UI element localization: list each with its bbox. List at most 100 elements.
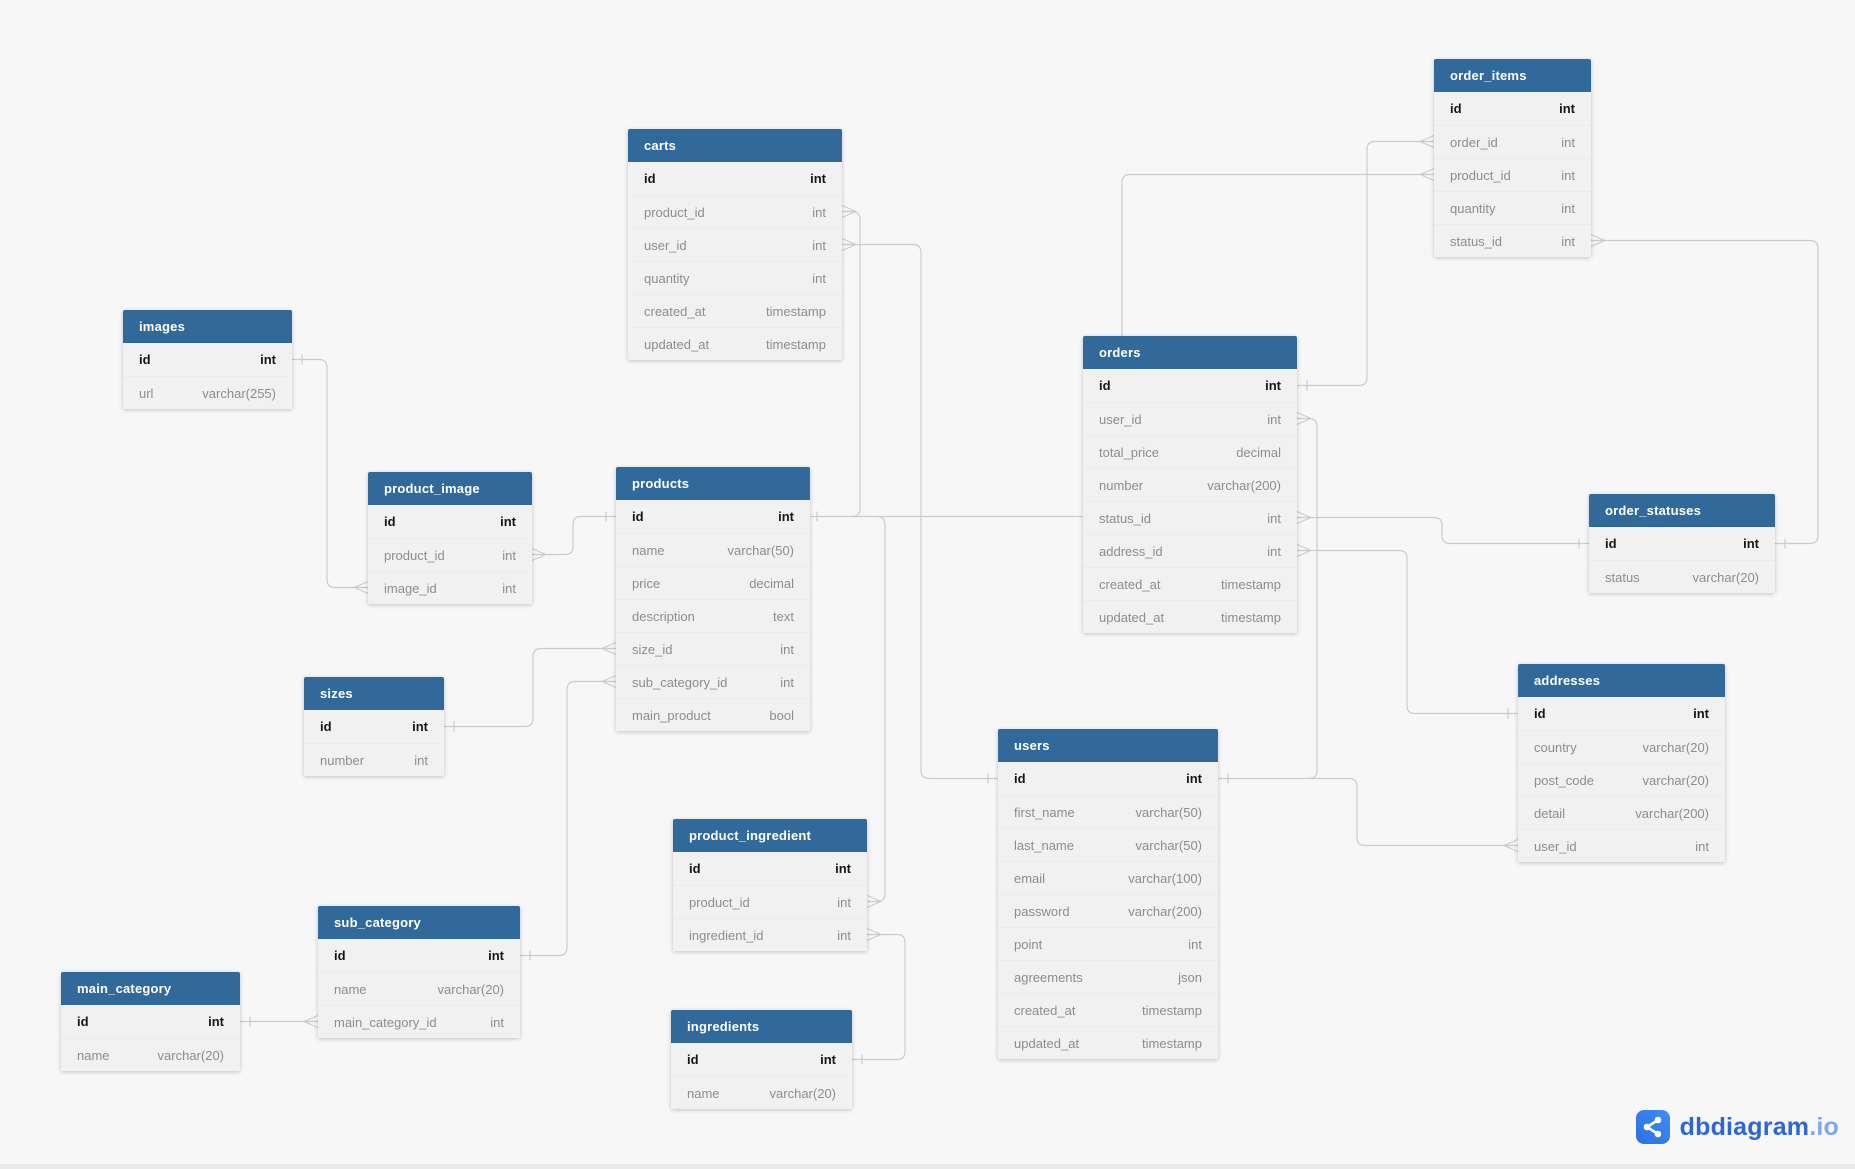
table-header-main_category[interactable]: main_category [61, 972, 240, 1005]
horizontal-scrollbar[interactable] [0, 1164, 1855, 1169]
table-header-users[interactable]: users [998, 729, 1218, 762]
table-header-addresses[interactable]: addresses [1518, 664, 1725, 697]
relationship-line[interactable] [1297, 140, 1434, 387]
relationship-main_category_id--sub_category_main_category_id[interactable] [240, 1014, 319, 1029]
table-header-images[interactable]: images [123, 310, 292, 343]
relationship-line[interactable] [1218, 777, 1518, 847]
relationship-order_statuses_id--orders_status_id[interactable] [1296, 510, 1589, 549]
relationship-line[interactable] [292, 358, 368, 589]
relationship-line[interactable] [1297, 549, 1518, 715]
relationship-line[interactable] [842, 243, 998, 780]
relationship-users_id--carts_user_id[interactable] [841, 237, 998, 784]
table-header-carts[interactable]: carts [628, 129, 842, 162]
relationship-orders_id--order_items_order_id[interactable] [1297, 134, 1435, 391]
relationship-line[interactable] [852, 933, 906, 1061]
relationship-products_id--product_image_product_id[interactable] [531, 511, 616, 562]
relationship-ingredients_id--product_ingredient_ingredient_id[interactable] [852, 927, 906, 1065]
relationship-line[interactable] [1297, 417, 1318, 780]
relationship-order_statuses_id--order_items_status_id[interactable] [1590, 233, 1819, 549]
relationship-line[interactable] [532, 515, 616, 556]
table-header-order_statuses[interactable]: order_statuses [1589, 494, 1775, 527]
relationship-line[interactable] [842, 210, 861, 518]
table-header-sub_category[interactable]: sub_category [318, 906, 520, 939]
relationship-addresses_id--orders_address_id[interactable] [1296, 543, 1518, 719]
relationship-line[interactable] [444, 647, 616, 728]
table-header-order_items[interactable]: order_items [1434, 59, 1591, 92]
table-header-ingredients[interactable]: ingredients [671, 1010, 852, 1043]
table-header-product_image[interactable]: product_image [368, 472, 532, 505]
relationship-line[interactable] [520, 680, 616, 957]
table-header-products[interactable]: products [616, 467, 810, 500]
dbdiagram-logo[interactable]: dbdiagram.io [1635, 1110, 1839, 1144]
relationship-line[interactable] [1297, 516, 1589, 545]
table-header-sizes[interactable]: sizes [304, 677, 444, 710]
table-header-orders[interactable]: orders [1083, 336, 1297, 369]
relationship-line[interactable] [1591, 239, 1819, 545]
